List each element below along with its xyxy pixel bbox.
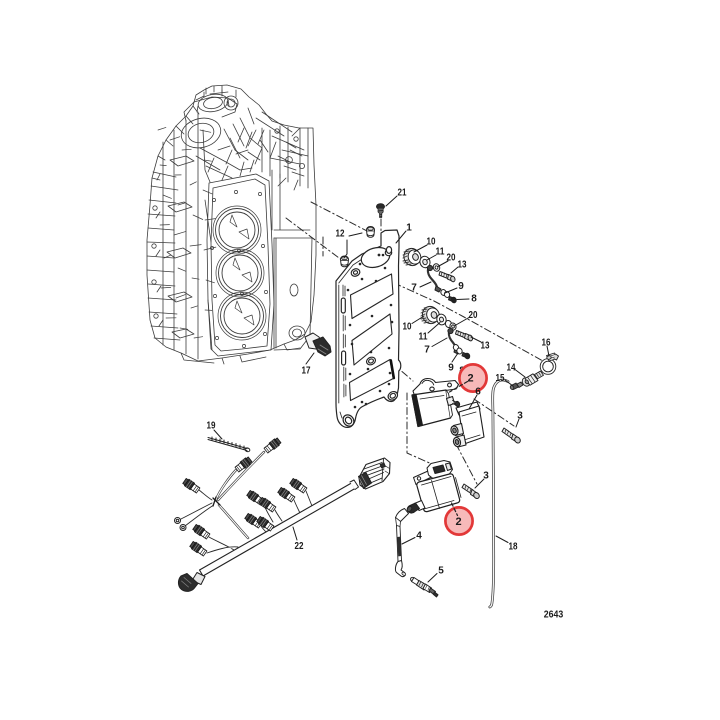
svg-text:21: 21 bbox=[398, 188, 407, 199]
svg-text:5: 5 bbox=[438, 566, 444, 577]
svg-text:22: 22 bbox=[295, 541, 304, 552]
svg-text:9: 9 bbox=[458, 281, 464, 292]
svg-text:2: 2 bbox=[467, 373, 473, 385]
svg-text:7: 7 bbox=[411, 283, 417, 294]
svg-text:15: 15 bbox=[496, 373, 505, 384]
svg-text:10: 10 bbox=[403, 322, 412, 333]
svg-text:14: 14 bbox=[507, 363, 516, 374]
svg-text:19: 19 bbox=[207, 421, 216, 432]
svg-text:12: 12 bbox=[336, 229, 345, 240]
svg-text:8: 8 bbox=[471, 294, 477, 305]
svg-text:9: 9 bbox=[448, 363, 454, 374]
svg-text:10: 10 bbox=[427, 237, 436, 248]
svg-text:2: 2 bbox=[455, 516, 461, 528]
svg-text:17: 17 bbox=[302, 366, 311, 377]
svg-text:13: 13 bbox=[481, 341, 490, 352]
svg-text:11: 11 bbox=[436, 247, 445, 258]
svg-text:18: 18 bbox=[509, 542, 518, 553]
svg-text:6: 6 bbox=[475, 387, 481, 398]
svg-text:11: 11 bbox=[419, 332, 428, 343]
svg-text:1: 1 bbox=[406, 223, 412, 234]
svg-text:20: 20 bbox=[447, 253, 456, 264]
svg-text:3: 3 bbox=[483, 471, 489, 482]
svg-text:16: 16 bbox=[542, 338, 551, 349]
svg-text:7: 7 bbox=[424, 345, 430, 356]
svg-text:2643: 2643 bbox=[544, 610, 564, 621]
svg-text:13: 13 bbox=[458, 260, 467, 271]
svg-text:4: 4 bbox=[416, 531, 422, 542]
svg-text:3: 3 bbox=[517, 411, 523, 422]
svg-text:20: 20 bbox=[469, 310, 478, 321]
